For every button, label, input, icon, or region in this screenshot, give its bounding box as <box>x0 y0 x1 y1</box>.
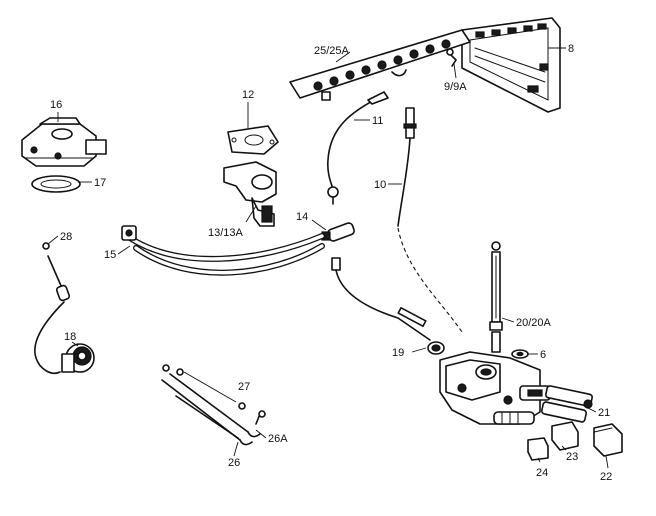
part-28-rod <box>42 242 71 302</box>
callout-22: 22 <box>600 471 612 483</box>
callout-27: 27 <box>238 381 250 393</box>
callout-13-13a: 13/13A <box>208 227 244 239</box>
part-23-block <box>551 421 579 451</box>
part-25-bar <box>289 29 471 101</box>
cable-route-dashed <box>397 227 463 333</box>
callout-23: 23 <box>566 451 578 463</box>
leader-lines <box>47 47 609 469</box>
callout-16: 16 <box>50 99 62 111</box>
callout-18: 18 <box>64 331 76 343</box>
part-20-shift-rod <box>489 241 503 353</box>
part-15-hose <box>121 225 325 276</box>
part-14-connector <box>321 222 355 242</box>
callout-15: 15 <box>104 249 116 261</box>
part-16-carburetor <box>21 117 107 167</box>
part-6-washer <box>511 349 529 359</box>
callout-labels: 8 25/25A 9/9A 16 12 11 17 10 13/13A 14 2… <box>50 43 612 483</box>
callout-6: 6 <box>540 349 546 361</box>
callout-26a: 26A <box>268 433 288 445</box>
part-19-bushing <box>427 341 445 355</box>
callout-20-20a: 20/20A <box>516 317 552 329</box>
callout-8: 8 <box>568 43 574 55</box>
callout-26: 26 <box>228 457 240 469</box>
part-18-pulley <box>34 301 95 374</box>
callout-25-25a: 25/25A <box>314 45 350 57</box>
part-21-lever <box>540 385 593 423</box>
part-17-gasket <box>31 175 81 193</box>
callout-11: 11 <box>372 115 383 127</box>
part-26-rod-set <box>161 364 266 446</box>
callout-28: 28 <box>60 231 72 243</box>
part-8-panel <box>461 17 561 113</box>
callout-9-9a: 9/9A <box>444 81 467 93</box>
part-24-block <box>527 437 549 461</box>
part-9-clip <box>446 48 458 67</box>
transmission-assembly <box>439 351 551 425</box>
callout-14: 14 <box>296 211 308 223</box>
part-10-cable <box>397 107 417 227</box>
callout-21: 21 <box>598 407 610 419</box>
callout-12: 12 <box>242 89 254 101</box>
shift-cable <box>331 257 431 341</box>
callout-19: 19 <box>392 347 404 359</box>
part-22-cap <box>593 423 623 457</box>
callout-10: 10 <box>374 179 386 191</box>
callout-24: 24 <box>536 467 548 479</box>
part-13-bracket <box>223 161 277 227</box>
part-11-cable <box>327 91 389 205</box>
callout-17: 17 <box>94 177 106 189</box>
part-12-plate <box>227 125 279 155</box>
